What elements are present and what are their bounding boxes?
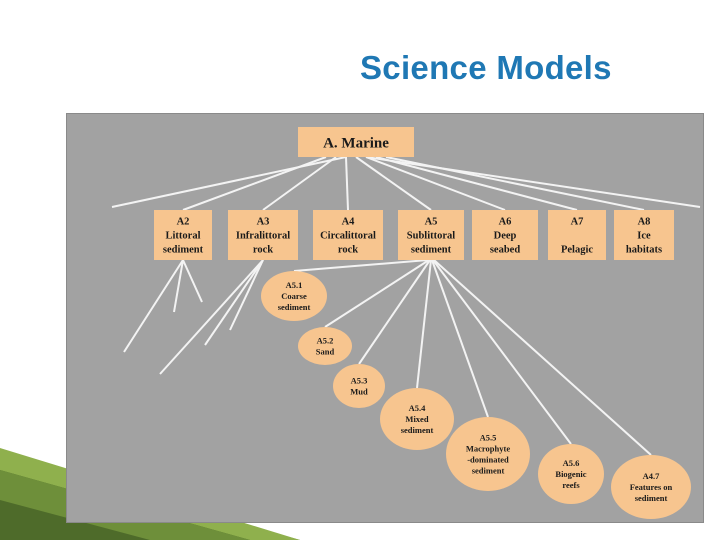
root-node-marine: A. Marine [298,127,414,157]
node-label-line: A5 [425,217,438,228]
root-connector-2 [346,157,348,210]
node-label-line: sediment [472,465,505,475]
a5-connector-3 [417,260,431,388]
node-label-line: Pelagic [561,245,593,256]
node-label-line: -dominated [467,454,509,464]
node-label-line: Littoral [166,231,201,242]
root-connector-left-outer [112,157,346,207]
node-label-line: A7 [571,217,584,228]
root-connector-4 [366,157,505,210]
node-label-line: sediment [401,425,434,435]
node-label-line: sediment [278,302,311,312]
node-label-line: A5.1 [286,280,303,290]
node-label-line: sediment [411,245,452,256]
node-label-line: Deep [494,231,517,242]
node-label-line: rock [253,245,273,256]
node-label-line: Macrophyte [466,443,510,453]
node-label-line: Biogenic [555,469,586,479]
node-label-line: Features on [630,482,673,492]
node-label-line: Mixed [405,414,428,424]
a3-child-line-3 [230,260,263,330]
node-label-line: rock [338,245,358,256]
root-connector-1 [263,157,336,210]
node-label-line: A5.4 [409,403,427,413]
node-label-line: Infralittoral [236,231,290,242]
node-label-line: A3 [257,217,270,228]
node-label-line: A. Marine [323,135,389,151]
node-label-line: A5.6 [563,458,580,468]
a3-child-line-2 [205,260,263,345]
node-label-line: habitats [626,245,662,256]
node-label-line: sediment [635,493,668,503]
node-label-line: Ice [637,231,651,242]
node-label-line: A6 [499,217,512,228]
node-label-line: Coarse [281,291,307,301]
node-label-line: A4.7 [643,471,661,481]
node-label-line: A8 [638,217,651,228]
node-label-line: A5.3 [351,375,368,385]
node-label-line: reefs [562,480,580,490]
node-label-line: A4 [342,217,356,228]
node-label-line: A5.2 [317,335,334,345]
node-label-line: Sand [316,346,335,356]
node-label-line: A2 [177,217,190,228]
node-label-line: sediment [163,245,204,256]
a5-connector-0 [294,260,428,271]
a2-child-line-3 [183,260,202,302]
a3-child-line-1 [160,260,263,374]
node-label-line: Circalittoral [320,231,376,242]
node-label-line: A5.5 [480,432,497,442]
node-label-line: Mud [350,386,368,396]
node-label-line: seabed [490,245,520,256]
root-connector-0 [183,157,326,210]
a5-connector-1 [325,260,429,327]
a5-connector-2 [359,260,430,364]
node-label-line: Sublittoral [407,231,456,242]
